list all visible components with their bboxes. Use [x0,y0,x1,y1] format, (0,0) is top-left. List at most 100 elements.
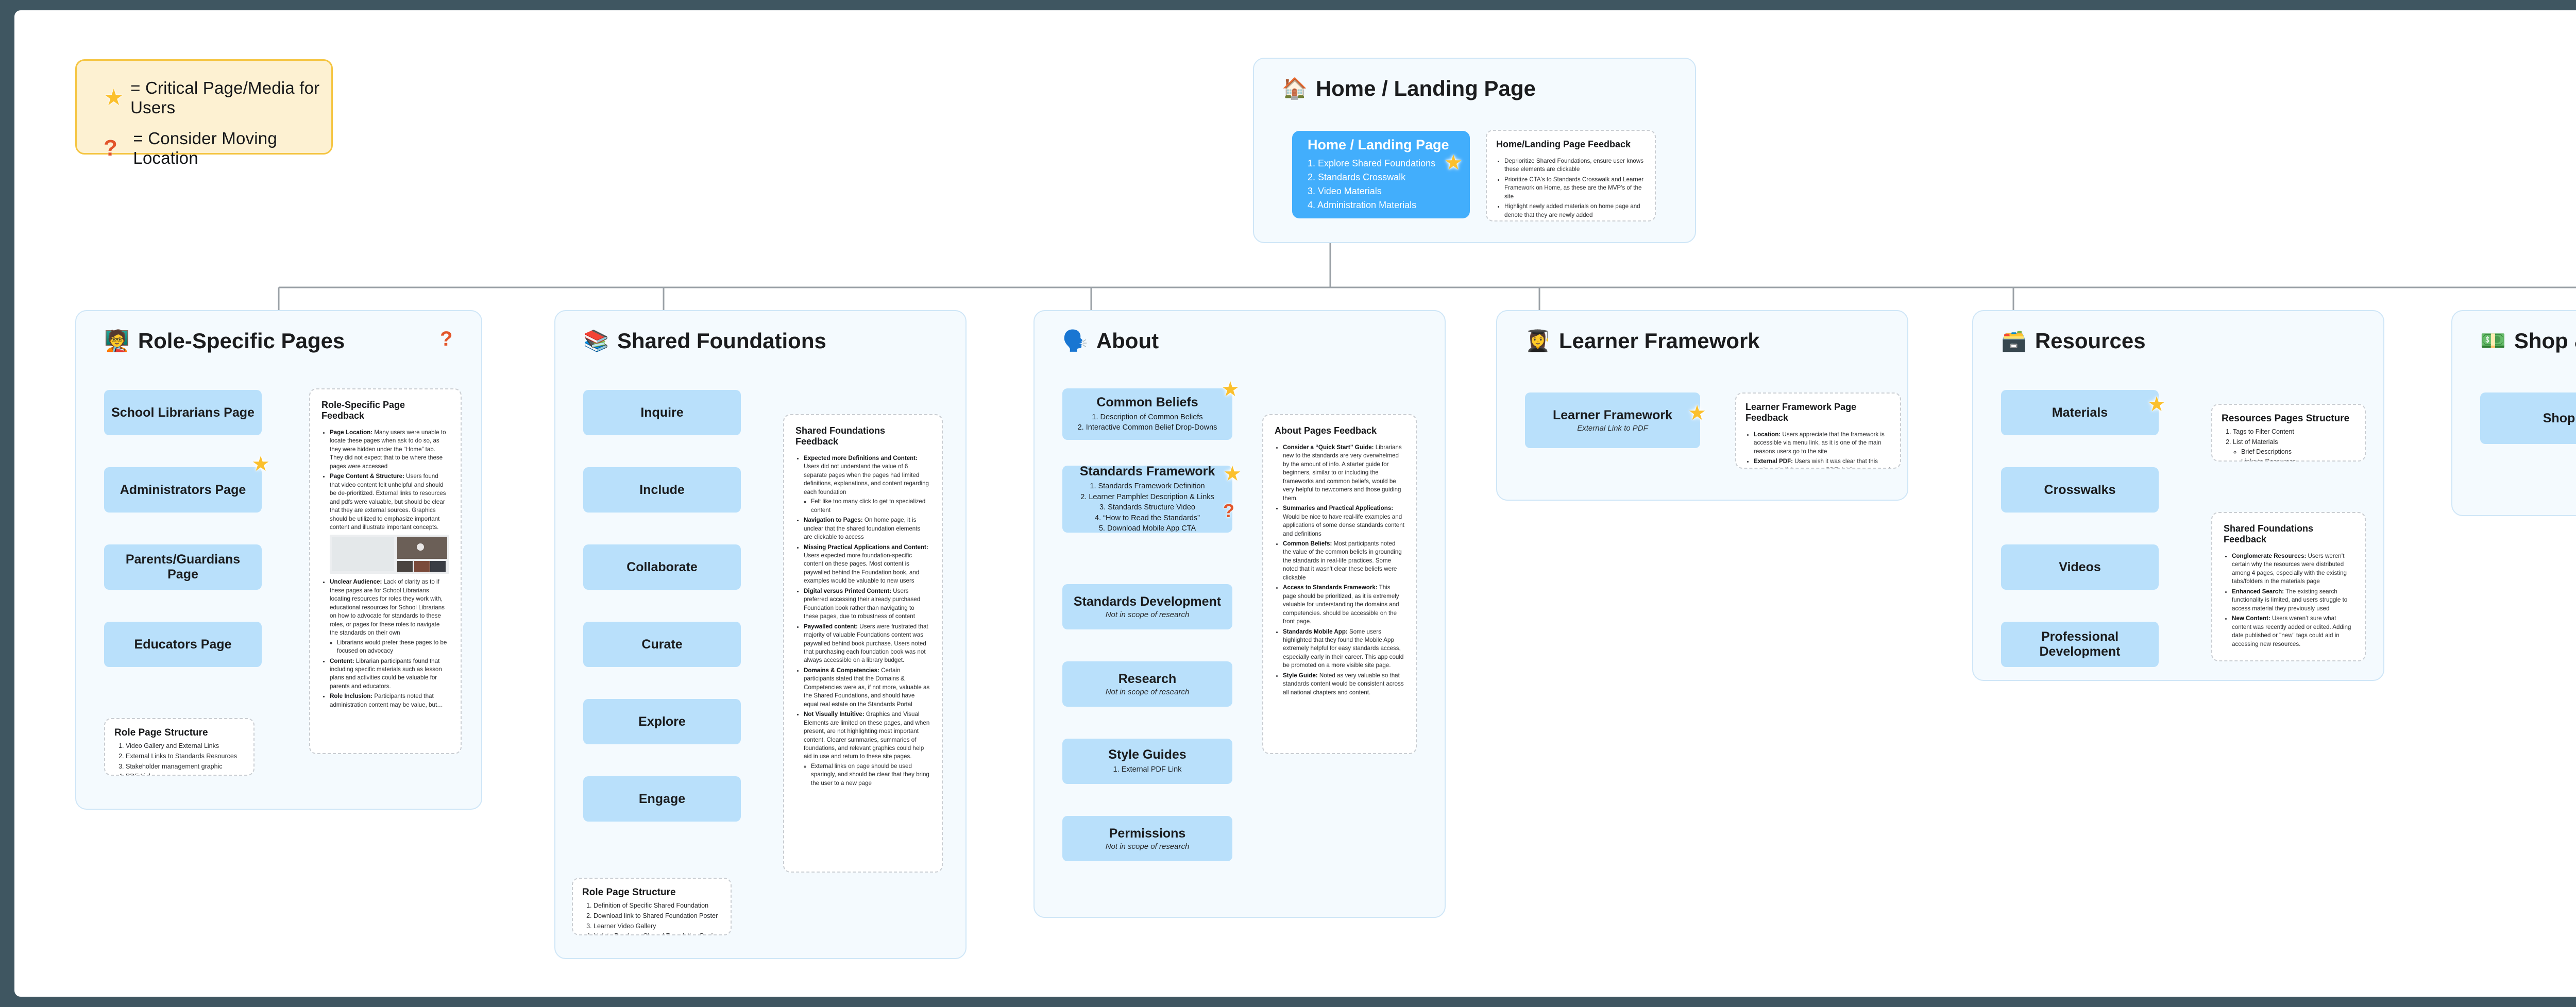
list-item: Download link to Shared Foundation Poste… [594,911,721,921]
node-research[interactable]: Research Not in scope of research [1062,661,1232,707]
list-item: Navigation to Pages: On home page, it is… [804,516,930,541]
node-administrators-page[interactable]: Administrators Page ★ [104,454,270,513]
bullet-lead: Role Inclusion: [330,693,373,700]
node-engage[interactable]: Engage [583,776,741,822]
bullet-text: Users wish it was clear that this naviga… [1754,458,1890,468]
list-item: 1. Explore Shared Foundations [1308,158,1436,168]
node-title: Curate [641,637,683,652]
legend-item-critical: ★ = Critical Page/Media for Users [104,78,331,117]
card-title: Learner Framework Page Feedback [1745,402,1857,423]
node-home-landing-page[interactable]: Home / Landing Page 1. Explore Shared Fo… [1292,131,1470,218]
card-shared-foundations-structure: Role Page Structure Definition of Specif… [572,878,732,935]
node-parents-guardians-page[interactable]: Parents/Guardians Page [104,544,262,590]
star-icon: ★ [1223,463,1242,485]
list-item: Common Beliefs: Most participants noted … [1283,540,1404,582]
star-icon: ★ [251,453,270,475]
list-item: 4. “How to Read the Standards” [1095,514,1200,522]
card-title: Shared Foundations Feedback [2224,523,2314,544]
bullet-lead: Navigation to Pages: [804,517,863,524]
list-item: Prioritize CTA's to Standards Crosswalk … [1504,176,1646,201]
list-item: Content: Librarian participants found th… [330,657,449,691]
card-home-feedback: Home/Landing Page Feedback Deprioritize … [1486,130,1656,221]
legend-label-move: = Consider Moving Location [133,129,277,167]
list-item: 5. Download Mobile App CTA [1098,524,1196,533]
node-title: Permissions [1109,826,1186,841]
list-item: Link to Purchase Shared Foundation Book [594,931,721,934]
bullet-text: Lack of clarity as to if these pages are… [330,578,445,637]
node-title: Research [1118,672,1177,687]
screenshot-thumbnail [330,535,449,574]
card-role-specific-feedback: Role-Specific Page Feedback Page Locatio… [309,388,462,754]
star-icon: ★ [1221,378,1240,401]
card-resources-structure: Resources Pages Structure Tags to Filter… [2211,404,2366,462]
star-icon: ★ [104,85,124,110]
node-title: Parents/Guardians Page [125,552,241,582]
node-title: Crosswalks [2044,482,2116,497]
list-item: Domains & Competencies: Certain particip… [804,667,930,709]
list-item: Stakeholder management graphic [126,762,244,772]
card-title: Role Page Structure [582,887,676,898]
star-icon: ★ [2147,393,2166,416]
node-title: Standards Development [1073,594,1222,609]
node-professional-development[interactable]: Professional Development [2001,622,2159,667]
star-icon: ★ [1688,402,1706,424]
list-item: Unclear Audience: Lack of clarity as to … [330,578,449,655]
node-materials[interactable]: Materials ★ [2001,390,2166,435]
list-item: 1. Description of Common Beliefs [1092,413,1203,421]
list-item: Highlight newly added materials on home … [1504,202,1646,219]
node-title: Videos [2059,559,2101,574]
node-shop[interactable]: Shop [2480,392,2576,444]
bullet-text: Users appreciate that the framework is a… [1754,431,1885,455]
legend-label-critical: = Critical Page/Media for Users [130,78,320,117]
section-title-shared-foundations-label: Shared Foundations [617,329,826,353]
list-item: 1. Standards Framework Definition [1090,482,1205,490]
bullet-text: Users expected more foundation-specific … [804,552,920,585]
bullet-text: Users weren’t certain why the resources … [2232,553,2347,585]
bullet-lead: New Content: [2232,615,2270,622]
bullet-text: Users weren’t sure what content was rece… [2232,615,2351,647]
card-title: About Pages Feedback [1275,425,1377,436]
question-icon: ? [440,328,453,350]
node-explore[interactable]: Explore [583,699,741,744]
list-item: Learner Video Gallery [594,921,721,931]
card-title: Home/Landing Page Feedback [1496,139,1631,149]
node-inquire[interactable]: Inquire [583,390,741,435]
bullet-lead: Unclear Audience: [330,578,382,586]
bullet-text: Some users highlighted that they found t… [1283,628,1404,669]
node-curate[interactable]: Curate [583,622,741,667]
bullet-text: Noted as very valuable so that standards… [1283,672,1404,696]
list-item: Page Content & Structure: Users found th… [330,472,449,574]
list-item: 4. Administration Materials [1308,199,1417,210]
node-common-beliefs[interactable]: Common Beliefs 1. Description of Common … [1062,379,1240,440]
list-item: Digital versus Printed Content: Users pr… [804,587,930,621]
card-title: Role-Specific Page Feedback [321,400,405,421]
section-title-role-specific-label: Role-Specific Pages [138,329,345,353]
node-videos[interactable]: Videos [2001,544,2159,590]
question-icon: ? [1223,500,1234,521]
card-role-page-structure: Role Page Structure Video Gallery and Ex… [104,718,255,776]
list-item: Style Guide: Noted as very valuable so t… [1283,672,1404,697]
node-items: 1. Description of Common Beliefs 2. Inte… [1078,412,1217,433]
bullet-lead: Not Visually Intuitive: [804,711,865,718]
node-school-librarians-page[interactable]: School Librarians Page [104,390,262,435]
node-style-guides[interactable]: Style Guides 1. External PDF Link [1062,739,1232,784]
node-include[interactable]: Include [583,467,741,513]
node-educators-page[interactable]: Educators Page [104,622,262,667]
card-title: Resources Pages Structure [2222,413,2350,424]
node-permissions[interactable]: Permissions Not in scope of research [1062,816,1232,861]
node-crosswalks[interactable]: Crosswalks [2001,467,2159,513]
list-item: Expected more Definitions and Content: U… [804,454,930,515]
node-standards-framework[interactable]: Standards Framework 1. Standards Framewo… [1062,464,1242,533]
bullet-lead: Digital versus Printed Content: [804,587,892,594]
list-item: Access to Standards Framework: This page… [1283,584,1404,626]
node-collaborate[interactable]: Collaborate [583,544,741,590]
section-title-home-label: Home / Landing Page [1315,76,1536,100]
list-item: Enhanced Search: The existing search fun… [2232,588,2353,613]
section-title-learner-framework-label: Learner Framework [1558,329,1760,353]
node-standards-development[interactable]: Standards Development Not in scope of re… [1062,584,1232,629]
bullet-lead: Standards Mobile App: [1283,628,1348,635]
node-title: Include [639,482,685,497]
node-title: Collaborate [626,559,698,574]
node-learner-framework[interactable]: Learner Framework External Link to PDF ★ [1525,392,1706,448]
bullet-lead: Paywalled content: [804,623,858,630]
